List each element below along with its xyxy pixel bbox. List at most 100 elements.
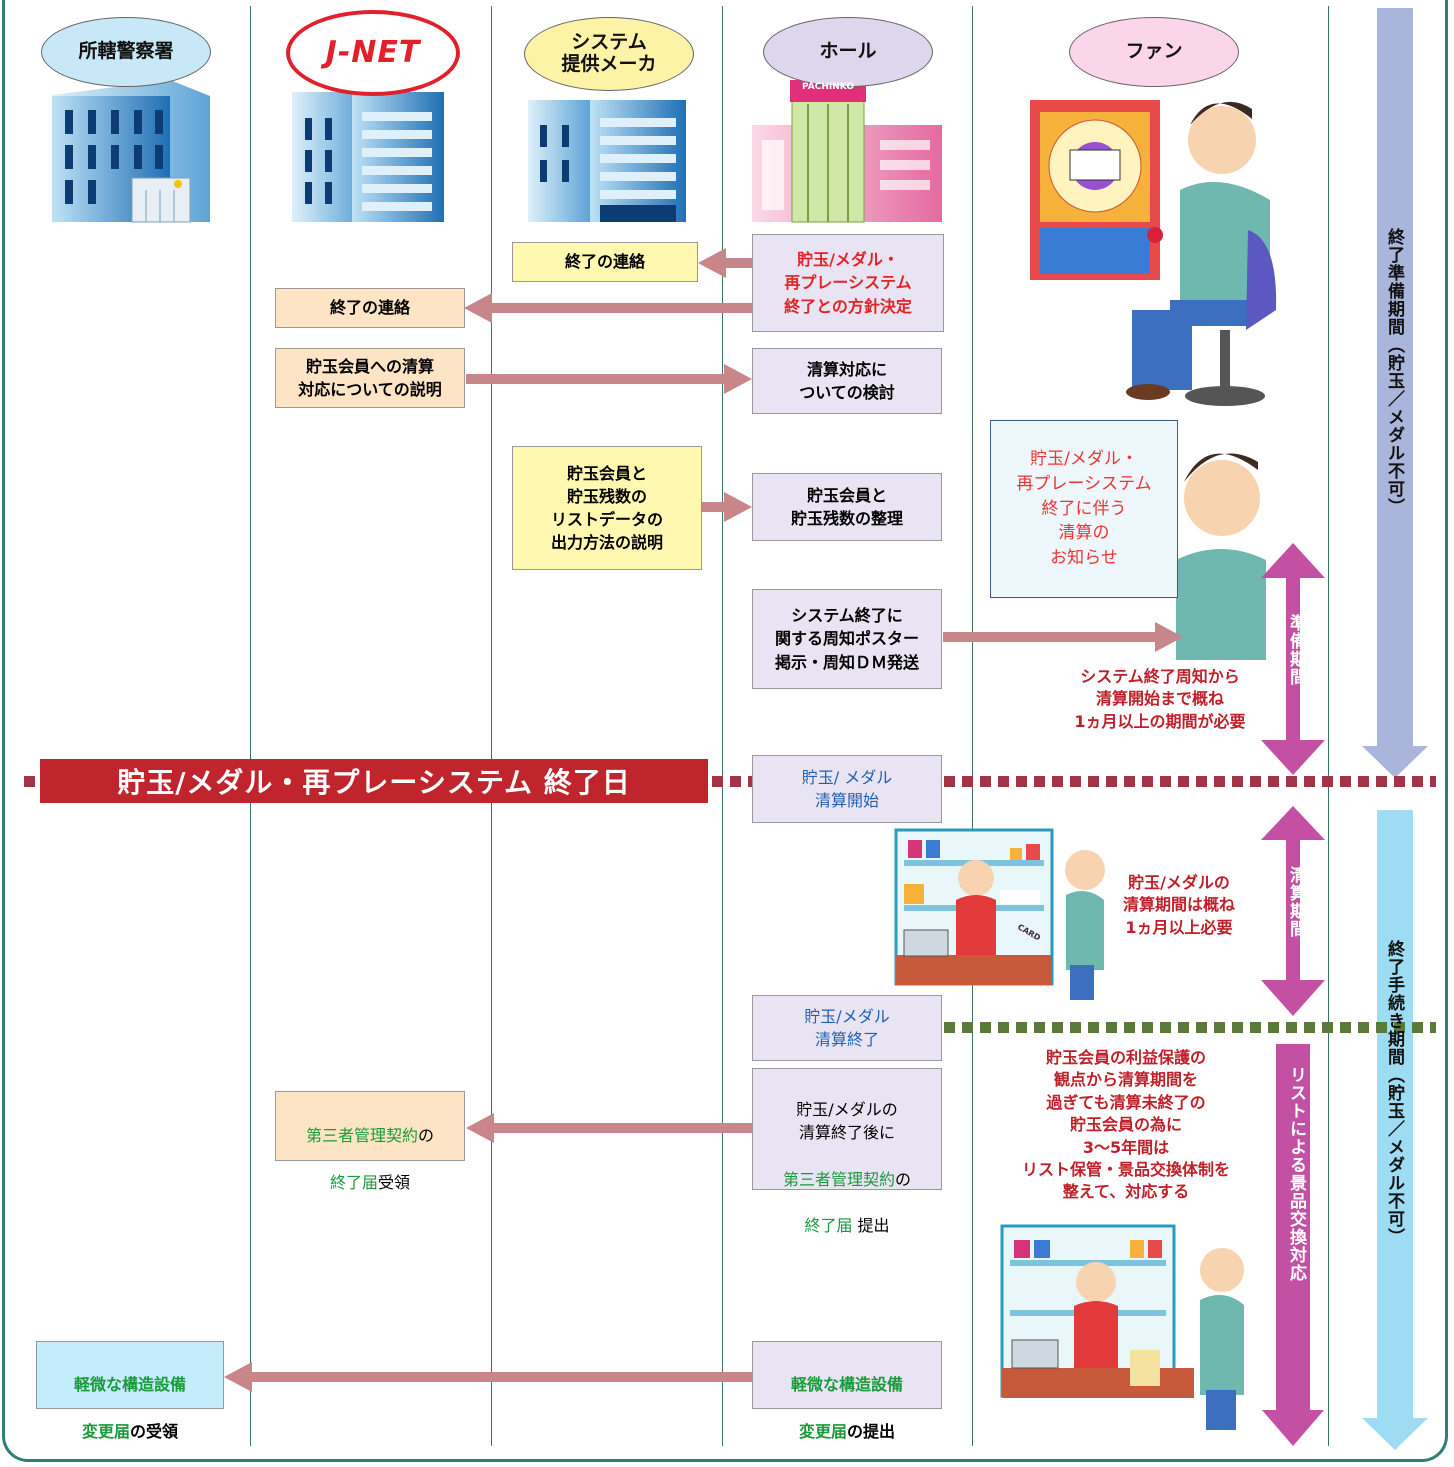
lane-divider: [972, 6, 973, 1446]
dash-segment: [1070, 776, 1081, 787]
dash-segment: [1124, 776, 1135, 787]
dash-segment: [1178, 776, 1189, 787]
step-minor-change-submit: 軽微な構造設備 変更届の提出: [752, 1341, 942, 1441]
dash-segment: [962, 776, 973, 787]
arrow-contact-jnet: [464, 293, 753, 323]
list-exchange-label: リストによる景品交換対応: [1286, 1066, 1306, 1282]
dash-segment: [1034, 776, 1045, 787]
dash-segment: [1088, 1022, 1099, 1033]
end-prep-period-arrow: [1362, 8, 1428, 778]
dash-segment: [730, 776, 741, 787]
step-settlement-start: 貯玉/ メダル 清算開始: [752, 755, 942, 823]
dash-segment: [1376, 1022, 1387, 1033]
dash-segment: [1358, 776, 1369, 787]
dash-segment: [1124, 1022, 1135, 1033]
end-procedure-period-label: 終了手続き期間（貯玉／メダル不可）: [1384, 940, 1404, 1246]
third-party-contract-text: 第三者管理契約: [782, 1169, 895, 1189]
dash-segment: [1016, 1022, 1027, 1033]
police-building-icon: [52, 80, 210, 223]
dash-segment: [24, 776, 35, 787]
dash-segment: [1304, 776, 1315, 787]
dash-segment: [1250, 1022, 1261, 1033]
dash-segment: [1322, 1022, 1333, 1033]
end-notice-text: 終了届: [804, 1216, 853, 1236]
dash-segment: [1106, 1022, 1117, 1033]
minor-change-line1: 軽微な構造設備: [790, 1375, 903, 1395]
dash-segment: [980, 1022, 991, 1033]
step-study-settlement: 清算対応に ついての検討: [752, 348, 942, 414]
settle-period-note: 貯玉/メダルの 清算期間は概ね 1ヵ月以上必要: [1122, 873, 1235, 937]
minor-change-notice: 変更届: [81, 1421, 130, 1441]
arrow-third-party: [466, 1113, 753, 1143]
dash-segment: [1142, 776, 1153, 787]
dash-segment: [1178, 1022, 1189, 1033]
dash-segment: [1142, 1022, 1153, 1033]
settle-end-dashes: [944, 1022, 1436, 1033]
prep-period-arrow: [1261, 543, 1325, 775]
flow-arrows: [224, 248, 1183, 1392]
maker-building-icon: [528, 100, 686, 222]
third-party-contract-text: 第三者管理契約: [305, 1126, 418, 1146]
step-contact-maker: 終了の連絡: [512, 242, 698, 282]
lane-divider: [250, 6, 251, 1446]
jnet-logo-text: J-NET: [325, 34, 421, 70]
step-third-party-submit: 貯玉/メダルの 清算終了後に 第三者管理契約の 終了届 提出: [752, 1068, 942, 1235]
step-explain-list-output: 貯玉会員と 貯玉残数の リストデータの 出力方法の説明: [512, 446, 702, 570]
end-day-dashes: [24, 776, 1436, 787]
after-end-text: 貯玉/メダルの 清算終了後に: [796, 1100, 898, 1143]
dash-segment: [1376, 776, 1387, 787]
step-poster-dm: システム終了に 関する周知ポスター 掲示・周知ＤＭ発送: [752, 589, 942, 689]
dash-segment: [998, 1022, 1009, 1033]
list-exchange-arrow: [1262, 1044, 1324, 1446]
dash-segment: [1232, 776, 1243, 787]
dash-segment: [1052, 776, 1063, 787]
dash-segment: [1052, 1022, 1063, 1033]
poster-reader-figure: [1176, 453, 1266, 660]
no-text: の: [895, 1169, 912, 1189]
arrow-explain-settlement: [466, 364, 752, 394]
step-contact-jnet: 終了の連絡: [275, 288, 465, 328]
dash-segment: [1088, 776, 1099, 787]
arrow-minor-change: [224, 1362, 753, 1392]
dash-segment: [1106, 776, 1117, 787]
prize-counter-icon: [1000, 1224, 1244, 1430]
dash-segment: [1232, 1022, 1243, 1033]
lane-divider: [1328, 6, 1329, 1446]
end-notice-text: 終了届: [329, 1172, 378, 1192]
minor-change-line1: 軽微な構造設備: [73, 1375, 186, 1395]
settlement-notice-poster: 貯玉/メダル・ 再プレーシステム 終了に伴う 清算の お知らせ: [990, 420, 1178, 598]
step-third-party-receive: 第三者管理契約の 終了届受領: [275, 1091, 465, 1192]
pachinko-hall-icon: [752, 80, 942, 223]
dash-segment: [1412, 1022, 1423, 1033]
dash-segment: [1034, 1022, 1045, 1033]
dash-segment: [1286, 1022, 1297, 1033]
minor-change-submit-suffix: の提出: [847, 1421, 896, 1441]
no-text: の: [418, 1126, 435, 1146]
dash-segment: [944, 1022, 955, 1033]
protection-note: 貯玉会員の利益保護の 観点から清算期間を 過ぎても清算未終了の 貯玉会員の為に …: [1021, 1048, 1230, 1202]
dash-segment: [1214, 1022, 1225, 1033]
lane-divider: [722, 6, 723, 1446]
dash-segment: [962, 1022, 973, 1033]
arrow-poster-dm: [943, 622, 1183, 652]
lane-divider: [491, 6, 492, 1446]
dash-segment: [1412, 776, 1423, 787]
minor-change-receive-suffix: の受領: [130, 1421, 179, 1441]
hall-sign: PACHINKO: [802, 82, 854, 92]
prep-period-note: システム終了周知から 清算開始まで概ね 1ヵ月以上の期間が必要: [1074, 667, 1246, 731]
jnet-logo: J-NET: [286, 10, 460, 96]
dash-segment: [1304, 1022, 1315, 1033]
dash-segment: [980, 776, 991, 787]
dash-segment: [1214, 776, 1225, 787]
end-procedure-period-arrow: [1362, 810, 1428, 1450]
arrow-list-output: [702, 492, 752, 522]
dash-segment: [1196, 776, 1207, 787]
step-minor-change-receive: 軽微な構造設備 変更届の受領: [36, 1341, 224, 1441]
dash-segment: [998, 776, 1009, 787]
dash-segment: [1268, 1022, 1279, 1033]
dash-segment: [1340, 776, 1351, 787]
dash-segment: [1340, 1022, 1351, 1033]
lane-header-system-maker: システム 提供メーカ: [524, 17, 694, 91]
